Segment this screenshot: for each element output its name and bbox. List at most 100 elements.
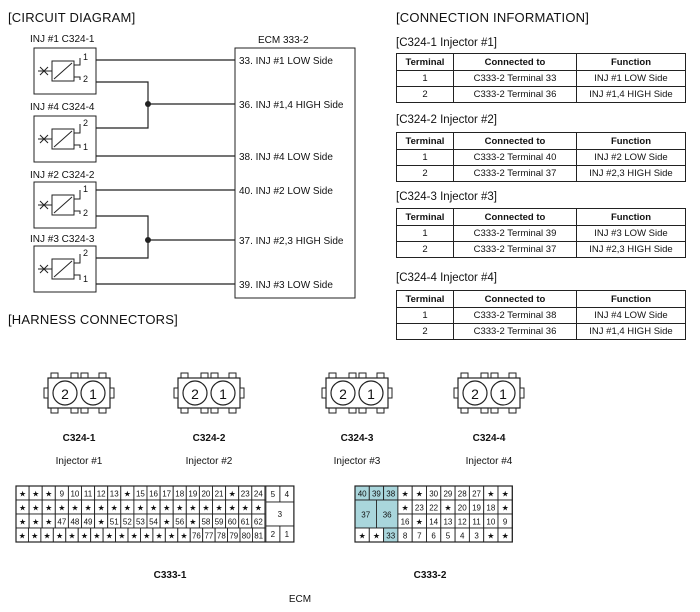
connector-tab (50, 407, 59, 414)
header-terminal: Terminal (396, 208, 454, 226)
ecm-terminal-number: 37 (361, 511, 370, 520)
ecm-terminal-number: 52 (123, 518, 132, 527)
coil-lead (74, 76, 81, 80)
table-row: 1 C333-2 Terminal 40 INJ #2 LOW Side (396, 149, 686, 166)
ecm-terminal-number: 10 (70, 490, 79, 499)
cell-function: INJ #2,3 HIGH Side (576, 165, 686, 182)
connector-tab (180, 407, 189, 414)
ecm-terminal-number: 80 (242, 532, 251, 541)
connector-tab (490, 407, 499, 414)
ecm-terminal-number: 6 (431, 532, 436, 541)
header-function: Function (576, 132, 686, 150)
cell-connected-to: C333-2 Terminal 39 (453, 225, 577, 242)
connector-pin (330, 380, 356, 406)
connector-tab (210, 407, 219, 414)
connection-table-c324-3: Terminal Connected to Function 1 C333-2 … (396, 208, 686, 258)
ecm-terminal-number: ★ (156, 532, 163, 541)
solenoid-icon (38, 264, 52, 274)
header-function: Function (576, 290, 686, 308)
cell-function: INJ #3 LOW Side (576, 225, 686, 242)
ecm-terminal-number: 11 (84, 490, 93, 499)
ecm-terminal-number: ★ (502, 532, 509, 541)
connector-name: C333-2 (414, 570, 447, 581)
ecm-terminal-number: ★ (189, 518, 196, 527)
injector-coil-diagonal (53, 196, 73, 214)
ecm-terminal-number: 27 (472, 490, 481, 499)
header-connected-to: Connected to (453, 290, 577, 308)
ecm-terminal-number: ★ (180, 532, 187, 541)
ecm-terminal-number: 16 (149, 490, 158, 499)
ecm-terminal-number: 53 (136, 518, 145, 527)
ecm-terminal-number: 16 (401, 518, 410, 527)
connector-tab (210, 372, 219, 379)
table-row: 1 C333-2 Terminal 38 INJ #4 LOW Side (396, 307, 686, 324)
connector-tab (376, 372, 385, 379)
header-function: Function (576, 208, 686, 226)
ecm-terminal-number: 62 (254, 518, 263, 527)
ecm-terminal-number: ★ (444, 504, 451, 513)
pin-number: 1 (83, 184, 88, 194)
table-row: 2 C333-2 Terminal 36 INJ #1,4 HIGH Side (396, 86, 686, 103)
cell-connected-to: C333-2 Terminal 37 (453, 241, 577, 258)
ecm-terminal-number: ★ (416, 490, 423, 499)
injector-connector-box (33, 115, 97, 163)
table-title-c324-2: [C324-2 Injector #2] (396, 114, 498, 126)
ecm-pin-label: 40. INJ #2 LOW Side (239, 186, 333, 197)
ecm-terminal-number: 76 (192, 532, 201, 541)
ecm-terminal-number: 4 (285, 490, 290, 499)
ecm-terminal-number: 17 (162, 490, 171, 499)
header-terminal: Terminal (396, 290, 454, 308)
ecm-terminal-number: ★ (19, 518, 26, 527)
ecm-terminal-number: ★ (176, 504, 183, 513)
connector-pin (80, 380, 106, 406)
ecm-terminal-number: 23 (241, 490, 250, 499)
ecm-terminal-number: 19 (188, 490, 197, 499)
ecm-pin-label: 37. INJ #2,3 HIGH Side (239, 236, 344, 247)
ecm-terminal-number: ★ (229, 490, 236, 499)
ecm-terminal-number: 30 (429, 490, 438, 499)
ecm-terminal-number: ★ (202, 504, 209, 513)
injector-coil-diagonal (53, 62, 73, 80)
connector-latch (519, 387, 525, 399)
table-row: 1 C333-2 Terminal 39 INJ #3 LOW Side (396, 225, 686, 242)
connector-pin-number: 1 (219, 386, 227, 402)
injector-coil-diagonal (53, 130, 73, 148)
ecm-terminal-number: 11 (472, 518, 481, 527)
ecm-terminal-number: ★ (131, 532, 138, 541)
cell-function: INJ #1 LOW Side (576, 70, 686, 87)
ecm-terminal-number: 13 (443, 518, 452, 527)
ecm-terminal-number: 39 (372, 490, 381, 499)
ecm-terminal-number: ★ (143, 532, 150, 541)
injector-connector-box (33, 245, 97, 293)
ecm-terminal-number: 51 (110, 518, 119, 527)
table-header-row: Terminal Connected to Function (396, 53, 686, 71)
connector-tab (348, 407, 357, 414)
cell-function: INJ #1,4 HIGH Side (576, 86, 686, 103)
ecm-terminal-number: ★ (19, 532, 26, 541)
ecm-terminal-number: 78 (217, 532, 226, 541)
connector-latch (109, 387, 115, 399)
connector-latch (453, 387, 459, 399)
ecm-terminal-number: ★ (98, 504, 105, 513)
cell-connected-to: C333-2 Terminal 38 (453, 307, 577, 324)
ecm-terminal-number: 49 (84, 518, 93, 527)
ecm-terminal-number: ★ (19, 504, 26, 513)
injector-label: INJ #3 C324-3 (30, 234, 95, 245)
ecm-terminal-number: ★ (32, 504, 39, 513)
cell-connected-to: C333-2 Terminal 36 (453, 323, 577, 340)
coil-lead (74, 210, 81, 214)
table-row: 2 C333-2 Terminal 37 INJ #2,3 HIGH Side (396, 241, 686, 258)
injector-coil-diagonal (53, 260, 73, 278)
ecm-terminal-number: ★ (68, 532, 75, 541)
connector-tab (70, 407, 79, 414)
ecm-terminal-number: ★ (56, 532, 63, 541)
connector-name: C324-2 (193, 433, 226, 444)
junction-dot (145, 237, 151, 243)
injector-connector-box (33, 47, 97, 95)
ecm-terminal-number: ★ (124, 490, 131, 499)
connector-tab (480, 372, 489, 379)
table-title-c324-4: [C324-4 Injector #4] (396, 272, 498, 284)
connector-tab (460, 407, 469, 414)
ecm-terminal-number: 8 (403, 532, 408, 541)
pin-number: 1 (83, 142, 88, 152)
